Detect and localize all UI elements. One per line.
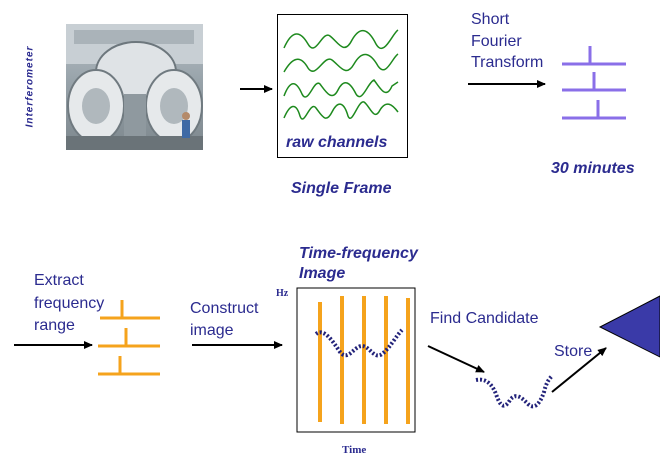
extracted-frequency-range bbox=[98, 300, 160, 376]
hz-axis-label: Hz bbox=[276, 288, 289, 299]
interferometer-photo bbox=[66, 24, 203, 150]
interferometer-illustration bbox=[66, 24, 203, 150]
sft-label-transform: Transform bbox=[471, 54, 544, 71]
store-triangle bbox=[598, 295, 660, 358]
raw-wave-3 bbox=[283, 79, 399, 98]
time-frequency-image-box bbox=[296, 287, 416, 433]
sft-label-short: Short bbox=[471, 11, 510, 28]
construct-label-2: image bbox=[190, 322, 234, 339]
extract-label-1: Extract bbox=[34, 272, 84, 289]
find-candidate-label: Find Candidate bbox=[430, 310, 539, 327]
arrow-candidate-to-store bbox=[551, 347, 607, 393]
raw-wave-4 bbox=[283, 101, 399, 120]
candidate-signal bbox=[475, 374, 554, 409]
sft-spectra bbox=[562, 46, 626, 120]
raw-channel-waves bbox=[283, 29, 399, 120]
extract-label-2: frequency bbox=[34, 295, 105, 312]
thirty-minutes-label: 30 minutes bbox=[551, 160, 635, 177]
sft-label-fourier: Fourier bbox=[471, 33, 522, 50]
raw-wave-1 bbox=[283, 29, 399, 50]
time-axis-label: Time bbox=[342, 444, 367, 456]
extract-label-3: range bbox=[34, 317, 75, 334]
time-frequency-columns bbox=[318, 296, 410, 424]
arrow-image-to-candidate bbox=[427, 345, 485, 373]
store-label: Store bbox=[554, 343, 593, 360]
construct-label-1: Construct bbox=[190, 300, 259, 317]
time-frequency-title-1: Time-frequency bbox=[299, 245, 418, 262]
time-frequency-title-2: Image bbox=[299, 265, 346, 282]
raw-channels-label: raw channels bbox=[286, 134, 388, 151]
raw-channels-box bbox=[277, 14, 408, 158]
single-frame-label: Single Frame bbox=[291, 180, 392, 197]
raw-wave-2 bbox=[283, 53, 399, 73]
candidate-track-in-image bbox=[314, 328, 404, 358]
